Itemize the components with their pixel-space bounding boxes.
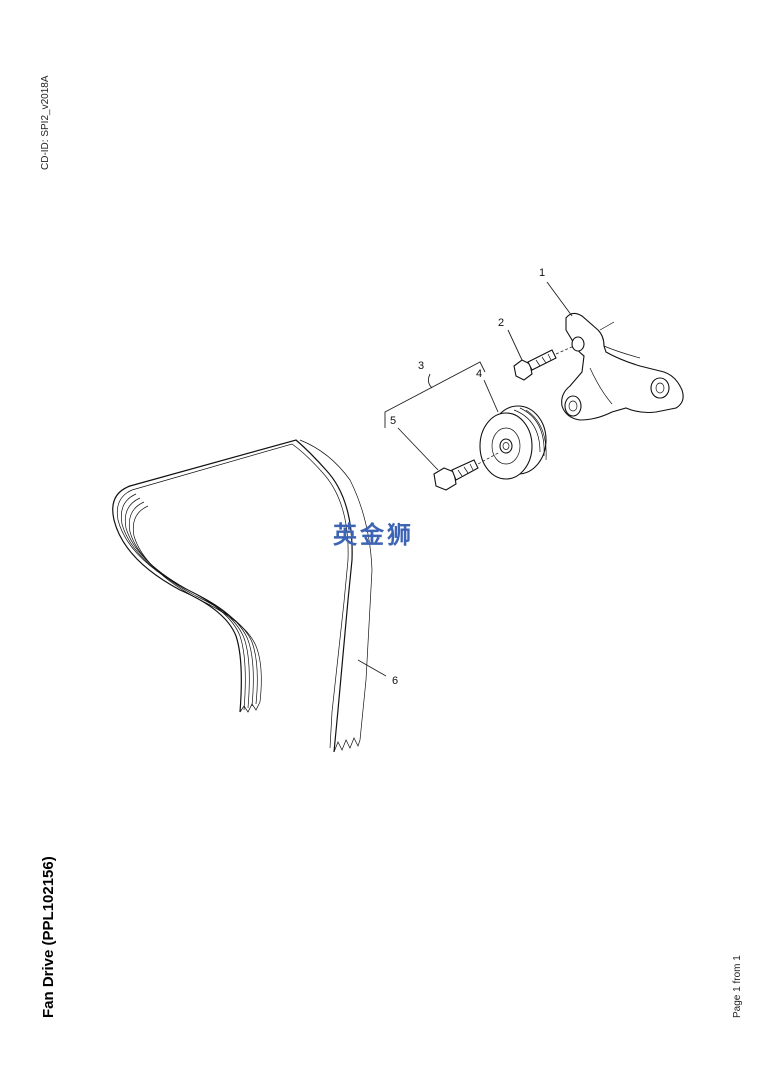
- leader-lines: [357, 281, 573, 677]
- callout-3: 3: [418, 360, 424, 372]
- callout-2: 2: [498, 317, 504, 329]
- callout-6: 6: [392, 675, 398, 687]
- watermark-logo: 英金狮: [333, 521, 414, 549]
- part-bolt-5: [433, 451, 501, 491]
- part-pulley: [479, 405, 547, 480]
- callout-5: 5: [390, 415, 396, 427]
- part-drive-belt: [112, 439, 373, 753]
- part-bracket: [561, 312, 684, 421]
- part-bolt-2: [513, 345, 575, 381]
- callout-1: 1: [539, 267, 545, 279]
- callout-4: 4: [476, 368, 482, 380]
